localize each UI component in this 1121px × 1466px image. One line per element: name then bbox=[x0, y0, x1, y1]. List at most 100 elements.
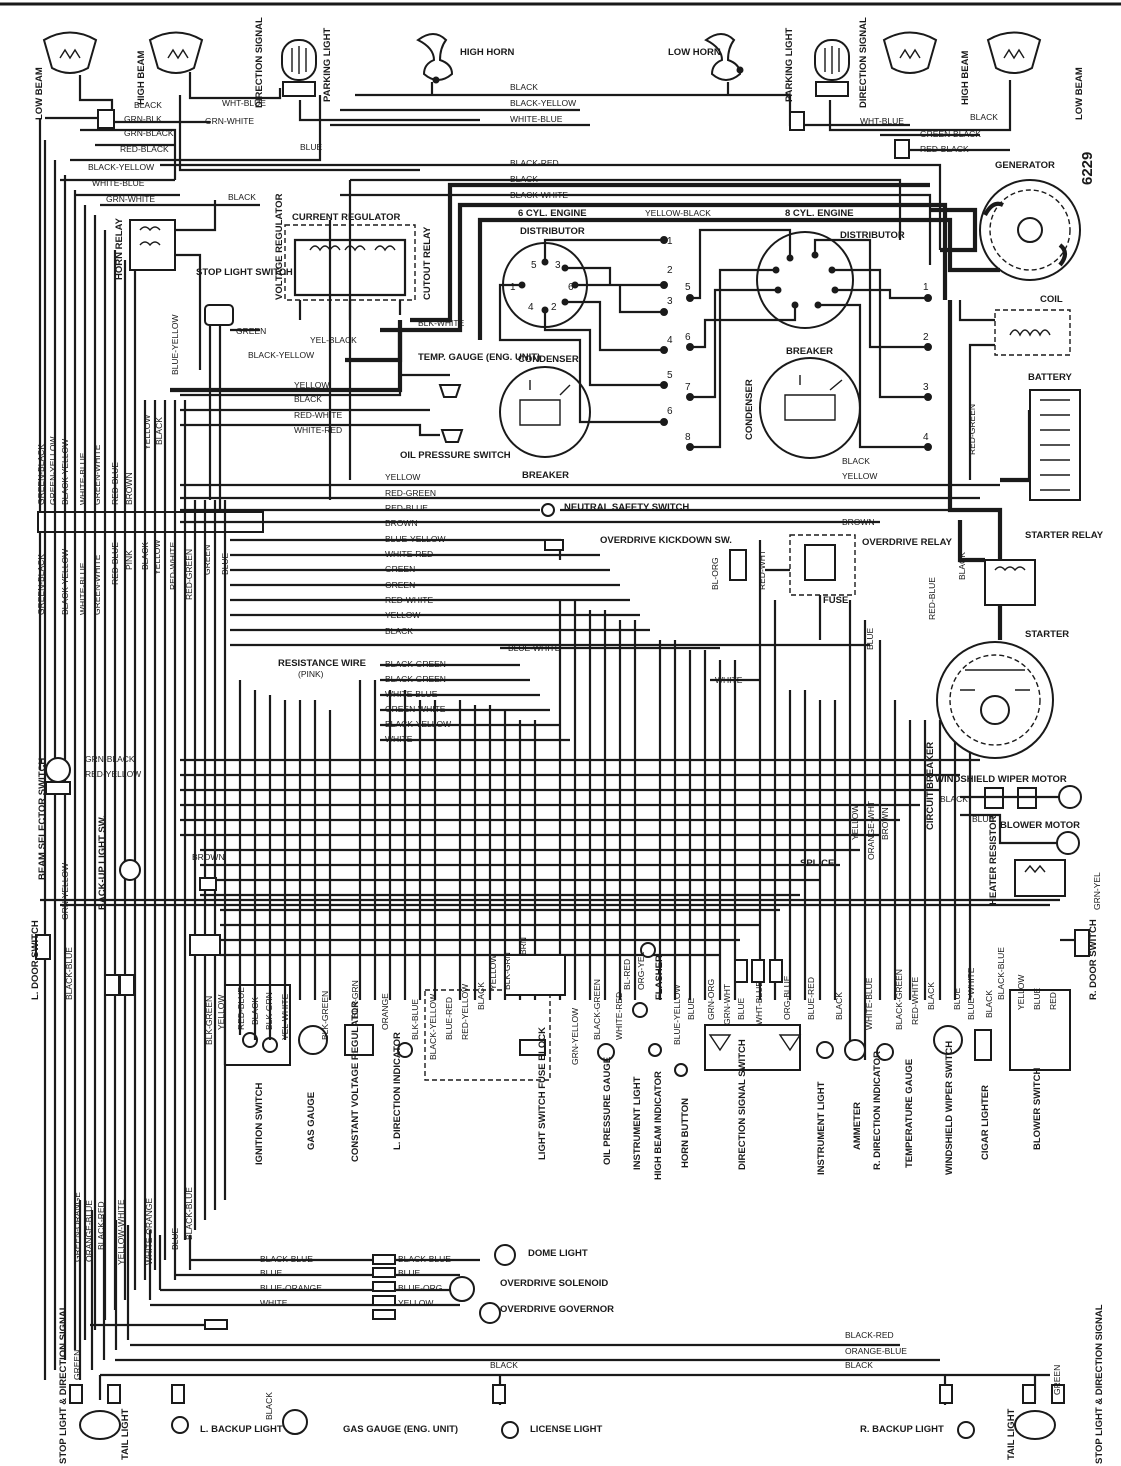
wire-label: WHITE-RED bbox=[614, 992, 624, 1040]
label-gas-gauge-eng: GAS GAUGE (ENG. UNIT) bbox=[343, 1424, 458, 1435]
wire-label: BLACK bbox=[294, 394, 322, 404]
panel-label: AMMETER bbox=[852, 1102, 863, 1150]
wire-label: BLACK bbox=[140, 542, 150, 570]
wire-label: BLK-GREEN bbox=[320, 991, 330, 1040]
panel-label: R. DIRECTION INDICATOR bbox=[872, 1051, 883, 1170]
svg-text:5: 5 bbox=[685, 282, 691, 293]
label-stop-dir-left: STOP LIGHT & DIRECTION SIGNAL bbox=[58, 1304, 69, 1464]
label-license-light: LICENSE LIGHT bbox=[530, 1424, 603, 1435]
wire-label: BLK-GRN bbox=[502, 952, 512, 990]
wire-label: BLUE-WHITE bbox=[966, 967, 976, 1020]
component-labels: LOW BEAM HIGH BEAM DIRECTION SIGNAL PARK… bbox=[30, 17, 1105, 1464]
label-fuse: FUSE bbox=[823, 595, 848, 606]
wire-labels-harness: YELLOW RED-GREEN RED-BLUE BROWN BLACK YE… bbox=[385, 404, 977, 620]
svg-text:4: 4 bbox=[667, 335, 673, 346]
wire-label: WHITE-BLUE bbox=[510, 114, 563, 124]
label-6cyl-engine: 6 CYL. ENGINE bbox=[518, 208, 587, 219]
label-stop-dir-right: STOP LIGHT & DIRECTION SIGNAL bbox=[1094, 1304, 1105, 1464]
label-beam-selector: BEAM SELECTOR SWITCH bbox=[37, 758, 48, 880]
wire-label: BLUE bbox=[972, 814, 995, 824]
wire-label: WHT-BLUE bbox=[860, 116, 904, 126]
wire-label: BLACK bbox=[510, 82, 538, 92]
wire-label: YEL-BLACK bbox=[310, 335, 357, 345]
wire-label: RED-BLACK bbox=[920, 144, 969, 154]
wire-label: BLACK-RED bbox=[96, 1201, 106, 1250]
label-stop-light-switch: STOP LIGHT SWITCH bbox=[196, 267, 293, 278]
wire-label: YELLOW bbox=[385, 472, 420, 482]
stop-light-switch bbox=[204, 304, 260, 510]
wire-label: YELLOW bbox=[385, 610, 420, 620]
wire-label: YELLOW-BLACK bbox=[645, 208, 711, 218]
wire-label: RED-WHITE bbox=[385, 595, 433, 605]
wire-label: BLK-GRN bbox=[264, 992, 274, 1030]
wire-label: BLACK-YELLOW bbox=[60, 549, 70, 615]
wire-label: GREEN-ORANGE bbox=[72, 1192, 82, 1262]
wire-label: BLUE-RED bbox=[444, 997, 454, 1040]
wire-labels-vertical: GREEN-BLACK GREEN-YELLOW BLACK-YELLOW WH… bbox=[36, 315, 230, 615]
wire-label: GRN-BLACK bbox=[124, 128, 174, 138]
wire-label: YEL-WHITE bbox=[280, 993, 290, 1040]
wire-labels-front: BLACK GRN-BLK GRN-BLACK RED-BLACK BLACK-… bbox=[88, 82, 998, 218]
wire-label: BLUE bbox=[170, 1227, 180, 1250]
wire-label: WHITE bbox=[385, 734, 413, 744]
panel-label: HIGH BEAM INDICATOR bbox=[653, 1071, 664, 1180]
panel-label: GAS GAUGE bbox=[306, 1092, 317, 1150]
wire-label: RED-YELLOW bbox=[460, 984, 470, 1040]
label-flasher: FLASHER bbox=[654, 955, 665, 1000]
neutral-switch bbox=[541, 503, 747, 581]
wire-label: BLUE-YELLOW bbox=[170, 315, 180, 375]
label-distributor-8: DISTRIBUTOR bbox=[840, 230, 905, 241]
wire-label: BLACK bbox=[845, 1360, 873, 1370]
wire-label: RED-BLUE bbox=[110, 462, 120, 505]
panel-label: BLOWER SWITCH bbox=[1032, 1068, 1043, 1150]
spark-plugs bbox=[498, 228, 932, 451]
panel-label: IGNITION SWITCH bbox=[254, 1083, 265, 1165]
panel-label: WINDSHIELD WIPER SWITCH bbox=[944, 1041, 955, 1175]
wire-label: RED-WHITE bbox=[910, 977, 920, 1025]
wire-label: BL-RED bbox=[622, 959, 632, 990]
label-l-door-switch: L. DOOR SWITCH bbox=[30, 920, 41, 1000]
panel-label: INSTRUMENT LIGHT bbox=[632, 1076, 643, 1170]
wire-label: GRN-WHITE bbox=[205, 116, 254, 126]
label-l-backup-light: L. BACKUP LIGHT bbox=[200, 1424, 283, 1435]
wire-label: BLACK-BLUE bbox=[184, 1187, 194, 1240]
wire-label: RED-WHT bbox=[757, 550, 767, 590]
label-backup-light-sw: BACK-UP LIGHT SW. bbox=[97, 815, 108, 910]
label-high-beam-right: HIGH BEAM bbox=[960, 51, 971, 105]
wire-label: YELLOW bbox=[488, 955, 498, 990]
label-parking-light-right: PARKING LIGHT bbox=[784, 28, 795, 102]
label-generator: GENERATOR bbox=[995, 160, 1055, 171]
wire-label: BROWN bbox=[842, 517, 875, 527]
wire-label: BRN bbox=[518, 937, 528, 955]
horn-relay bbox=[129, 200, 217, 370]
panel-label: HORN BUTTON bbox=[680, 1098, 691, 1168]
svg-text:3: 3 bbox=[667, 296, 673, 307]
wire-label: YELLOW bbox=[842, 471, 877, 481]
wire-label: YELLOW bbox=[216, 995, 226, 1030]
wire-label: BROWN bbox=[880, 807, 890, 840]
wire-label: GRN-YELLOW bbox=[570, 1008, 580, 1065]
label-low-beam-left: LOW BEAM bbox=[34, 67, 45, 120]
label-breaker-6: BREAKER bbox=[522, 470, 569, 481]
wire-label: ORG-YEL bbox=[636, 951, 646, 990]
rear-circuit bbox=[69, 1200, 1065, 1440]
wire-label: GREEN-BLACK bbox=[36, 554, 46, 615]
wire-label: GRN-WHITE bbox=[106, 194, 155, 204]
front-wiring bbox=[38, 72, 1012, 770]
svg-text:4: 4 bbox=[923, 432, 929, 443]
wire-label: BLACK bbox=[385, 626, 413, 636]
wire-label: BLUE-ORANGE bbox=[260, 1283, 322, 1293]
wire-label: BROWN bbox=[124, 472, 134, 505]
wire-label: BLACK-YELLOW bbox=[248, 350, 314, 360]
label-resistance-wire: RESISTANCE WIRE bbox=[278, 658, 366, 669]
wire-label: BLUE bbox=[686, 997, 696, 1020]
wire-label: BLACK bbox=[228, 192, 256, 202]
label-blower-motor: BLOWER MOTOR bbox=[1000, 820, 1080, 831]
coil bbox=[958, 300, 1071, 480]
label-overdrive-relay: OVERDRIVE RELAY bbox=[862, 537, 953, 548]
label-current-regulator: CURRENT REGULATOR bbox=[292, 212, 401, 223]
svg-text:4: 4 bbox=[528, 302, 534, 313]
panel-label: LIGHT SWITCH FUSE BLOCK bbox=[537, 1027, 548, 1160]
wire-label: YELLOW-WHITE bbox=[116, 1199, 126, 1265]
